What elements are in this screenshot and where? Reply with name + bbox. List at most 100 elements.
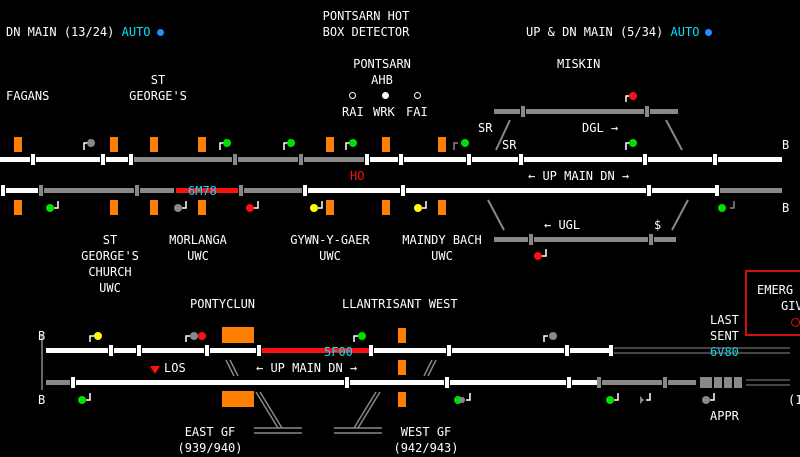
crossing-barrier[interactable] <box>398 360 406 375</box>
track-section[interactable] <box>494 237 528 242</box>
track-section[interactable] <box>350 380 444 385</box>
track-section[interactable] <box>720 188 782 193</box>
signal-post[interactable] <box>345 139 357 150</box>
crossing-barrier[interactable] <box>382 200 390 215</box>
signal-post[interactable] <box>46 201 59 212</box>
signal-post[interactable] <box>640 393 651 404</box>
signal-post[interactable] <box>543 332 557 342</box>
track-section[interactable] <box>114 348 136 353</box>
crossing-barrier[interactable] <box>438 137 446 152</box>
headcode-top[interactable]: 6M78 <box>188 184 217 198</box>
track-section[interactable] <box>210 348 256 353</box>
crossing-barrier[interactable] <box>14 200 22 215</box>
track-section[interactable] <box>106 157 128 162</box>
track-section[interactable] <box>494 109 520 114</box>
track-section[interactable] <box>472 157 518 162</box>
track-section[interactable] <box>602 380 662 385</box>
crossing-barrier[interactable] <box>110 137 118 152</box>
track-section[interactable] <box>46 348 108 353</box>
track-section[interactable] <box>6 188 38 193</box>
crossing-barrier[interactable] <box>198 200 206 215</box>
track-section[interactable] <box>534 237 648 242</box>
location-gywn-y-gaer-uwc[interactable]: GYWN-Y-GAER UWC <box>282 232 378 264</box>
track-section[interactable] <box>46 380 70 385</box>
track-section[interactable] <box>648 157 712 162</box>
track-section[interactable] <box>654 237 676 242</box>
signal-post[interactable] <box>453 139 469 150</box>
signal-post[interactable] <box>174 201 187 212</box>
track-section[interactable] <box>668 380 696 385</box>
signal-post[interactable] <box>78 393 91 404</box>
crossing-barrier[interactable] <box>198 137 206 152</box>
signal-post[interactable] <box>702 393 715 404</box>
track-section[interactable] <box>142 348 204 353</box>
track-section[interactable] <box>650 109 678 114</box>
signal-post[interactable] <box>185 332 206 342</box>
up-dn-main-mode[interactable]: AUTO <box>670 25 700 39</box>
east-gf-label[interactable]: EAST GF (939/940) <box>170 424 250 456</box>
track-section[interactable] <box>36 157 100 162</box>
signal-post[interactable] <box>353 332 366 342</box>
signal-post[interactable] <box>414 201 427 212</box>
signal-post[interactable] <box>89 332 102 342</box>
signal-post[interactable] <box>246 201 259 212</box>
track-section[interactable] <box>452 348 564 353</box>
crossing-barrier[interactable] <box>326 200 334 215</box>
crossing-barrier[interactable] <box>382 137 390 152</box>
los-arrow-icon[interactable] <box>150 366 160 374</box>
signal-post[interactable] <box>606 393 619 404</box>
signal-post[interactable] <box>454 393 471 404</box>
emergency-panel[interactable]: EMERG GIV <box>745 270 800 336</box>
dn-main-mode[interactable]: AUTO <box>121 25 151 39</box>
signal-post[interactable] <box>534 249 547 260</box>
approach-section[interactable] <box>700 377 742 388</box>
crossing-barrier[interactable] <box>110 200 118 215</box>
track-section[interactable] <box>526 109 644 114</box>
crossing-barrier[interactable] <box>326 137 334 152</box>
signal-post[interactable] <box>283 139 295 150</box>
crossing-barrier[interactable] <box>150 200 158 215</box>
crossing-barrier[interactable] <box>222 391 254 407</box>
track-section-occupied[interactable] <box>176 188 238 193</box>
headcode-bottom[interactable]: 5F00 <box>324 345 353 359</box>
signal-post[interactable] <box>625 92 637 102</box>
track-section[interactable] <box>308 188 400 193</box>
track-section-occupied[interactable] <box>262 348 372 353</box>
crossing-barrier[interactable] <box>222 327 254 343</box>
ho-indicator[interactable]: HO <box>350 169 364 183</box>
location-maindy-bach-uwc[interactable]: MAINDY BACH UWC <box>394 232 490 264</box>
signal-post[interactable] <box>310 201 323 212</box>
location-morlanga-uwc[interactable]: MORLANGA UWC <box>160 232 236 264</box>
signal-post[interactable] <box>219 139 231 150</box>
track-section[interactable] <box>450 380 566 385</box>
west-gf-label[interactable]: WEST GF (942/943) <box>386 424 466 456</box>
crossing-barrier[interactable] <box>14 137 22 152</box>
track-section[interactable] <box>134 157 232 162</box>
track-section[interactable] <box>406 188 646 193</box>
track-section[interactable] <box>244 188 302 193</box>
crossing-barrier[interactable] <box>398 392 406 407</box>
signal-post[interactable] <box>83 139 95 150</box>
track-section[interactable] <box>570 348 610 353</box>
track-section[interactable] <box>374 348 446 353</box>
signal-post[interactable] <box>718 201 735 212</box>
crossing-barrier[interactable] <box>438 200 446 215</box>
track-section[interactable] <box>304 157 364 162</box>
location-st-georges-church-uwc[interactable]: ST GEORGE'S CHURCH UWC <box>76 232 144 296</box>
track-section[interactable] <box>652 188 716 193</box>
track-section[interactable] <box>524 157 642 162</box>
track-section[interactable] <box>0 157 30 162</box>
track-section[interactable] <box>44 188 134 193</box>
signal-post[interactable] <box>625 139 637 150</box>
track-section[interactable] <box>572 380 598 385</box>
crossing-barrier[interactable] <box>398 328 406 343</box>
track-section[interactable] <box>718 157 782 162</box>
hot-box-detector-label[interactable]: PONTSARN HOT BOX DETECTOR <box>300 8 432 40</box>
crossing-barrier[interactable] <box>150 137 158 152</box>
track-section[interactable] <box>76 380 344 385</box>
track-section[interactable] <box>140 188 174 193</box>
track-section[interactable] <box>404 157 466 162</box>
track-section[interactable] <box>238 157 298 162</box>
track-section[interactable] <box>370 157 398 162</box>
up-dn-main-label: UP & DN MAIN <box>526 25 613 39</box>
